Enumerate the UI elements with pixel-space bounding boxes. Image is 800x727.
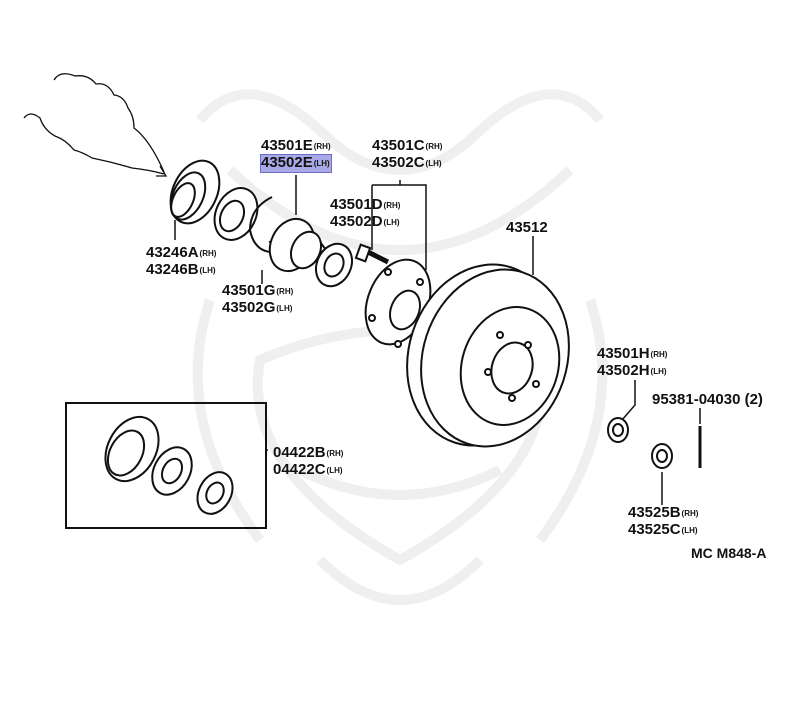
part-number-lh[interactable]: 43246B(LH) [146,261,216,278]
part-label-43512[interactable]: 43512 [506,220,548,236]
part-label-43501E[interactable]: 43501E(RH) 43502E(LH) [260,137,332,173]
part-label-04422B[interactable]: 04422B(RH) 04422C(LH) [273,445,343,479]
part-number-rh[interactable]: 43501E(RH) [261,137,331,154]
part-number-lh[interactable]: 04422C(LH) [273,461,343,478]
part-label-43501H[interactable]: 43501H(RH) 43502H(LH) [597,346,667,380]
part-number-rh[interactable]: 43525B(RH) [628,504,699,521]
part-number-lh-highlighted[interactable]: 43502E(LH) [260,154,332,173]
part-label-43246A[interactable]: 43246A(RH) 43246B(LH) [146,245,216,279]
part-number-lh[interactable]: 43502H(LH) [597,362,667,379]
lock-nut-part [607,417,629,443]
kit-bearing-set [104,415,234,515]
part-number-lh[interactable]: 43525C(LH) [628,521,698,538]
part-label-43501D[interactable]: 43501D(RH) 43502D(LH) [330,197,400,231]
part-number-lh[interactable]: 43502C(LH) [372,154,442,171]
kit-frame [65,402,267,529]
castle-nut-part [651,443,673,469]
part-label-43525B[interactable]: 43525B(RH) 43525C(LH) [628,505,698,539]
part-number[interactable]: 95381-04030 (2) [652,391,763,408]
part-number[interactable]: 43512 [506,219,548,236]
part-number-lh[interactable]: 43502G(LH) [222,299,293,316]
part-number-lh[interactable]: 43502D(LH) [330,213,400,230]
part-label-95381[interactable]: 95381-04030 (2) [652,392,763,408]
part-number-rh[interactable]: 43246A(RH) [146,244,217,261]
part-number-rh[interactable]: 43501C(RH) [372,137,443,154]
bearing-part [213,187,259,241]
brake-disc-part [406,263,570,448]
grease-cap-part [169,159,221,225]
part-number-rh[interactable]: 43501D(RH) [330,196,401,213]
direction-pointer [23,73,168,177]
part-number-rh[interactable]: 43501G(RH) [222,282,294,299]
part-number-rh[interactable]: 04422B(RH) [273,444,344,461]
hub-bearing-part [268,217,353,288]
diagram-code: MC M848-A [691,545,767,561]
part-label-43501G[interactable]: 43501G(RH) 43502G(LH) [222,283,293,317]
leader-lines [174,175,701,505]
part-label-43501C[interactable]: 43501C(RH) 43502C(LH) [372,138,442,172]
hub-bolt-part [354,243,390,265]
snap-ring-part [248,196,273,253]
part-number-rh[interactable]: 43501H(RH) [597,345,668,362]
quantity: (2) [744,391,763,408]
